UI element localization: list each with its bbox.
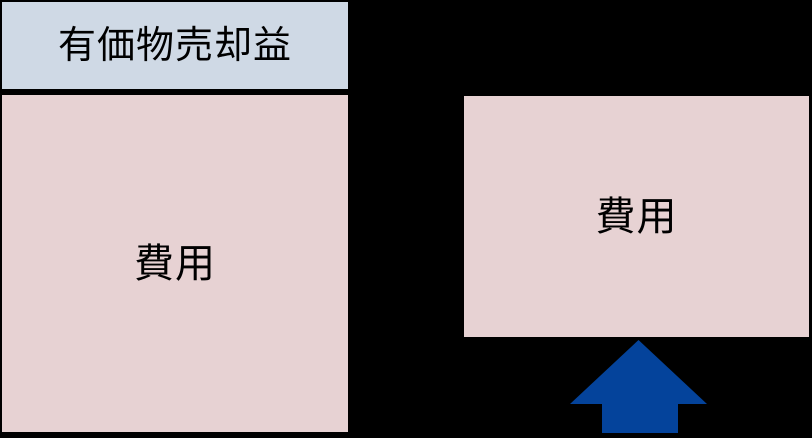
left-header-label: 有価物売却益 — [57, 24, 292, 67]
left-header-box: 有価物売却益 — [2, 2, 348, 89]
right-expense-label: 費用 — [595, 194, 678, 239]
left-expense-label: 費用 — [134, 241, 216, 286]
up-arrow-shape — [570, 340, 707, 433]
right-expense-box: 費用 — [464, 96, 809, 337]
left-expense-box: 費用 — [2, 95, 348, 432]
up-arrow-icon — [570, 340, 707, 433]
